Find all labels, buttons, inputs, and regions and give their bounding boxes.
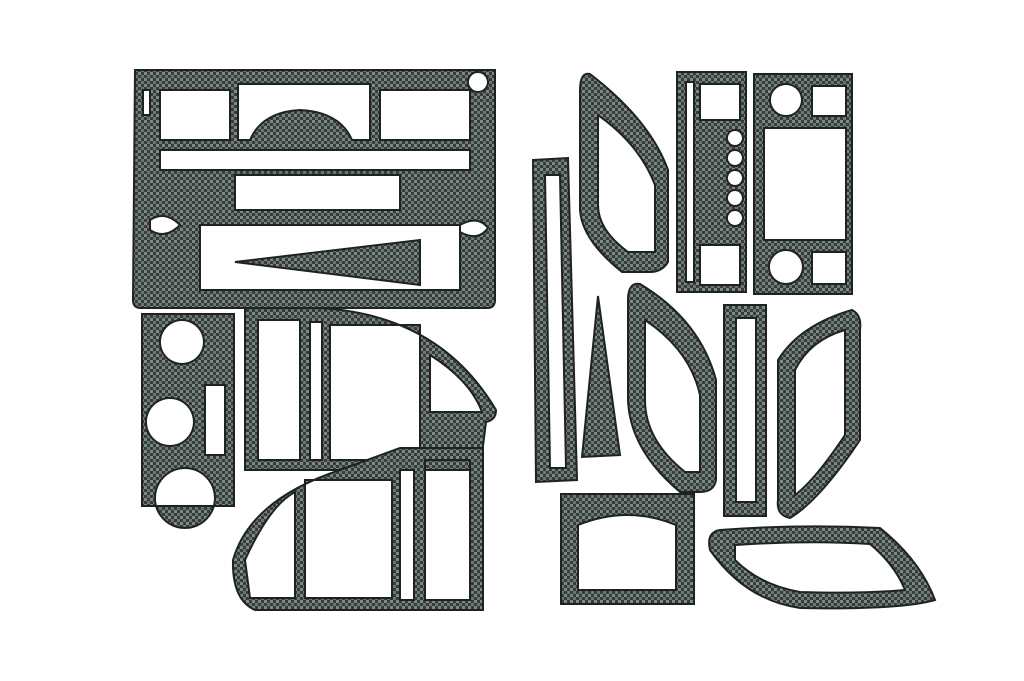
- vent-strip: [723, 304, 767, 517]
- center-console-insert: [234, 238, 421, 287]
- small-triangle-trim: [580, 295, 622, 459]
- climate-knob-panel: [141, 313, 235, 529]
- door-handle-frame-right: [776, 308, 862, 520]
- center-console-panel: [131, 69, 496, 309]
- climate-control-panel: [753, 73, 853, 295]
- door-handle-frame-middle: [627, 282, 717, 493]
- door-handle-frame-top: [579, 72, 669, 273]
- long-trim-strip: [531, 156, 579, 484]
- dash-vent-panel-right: [231, 447, 484, 611]
- dash-vent-panel-left: [244, 307, 498, 471]
- door-handle-frame-bottom: [708, 525, 937, 610]
- radio-panel: [676, 71, 747, 293]
- u-shaped-trim: [560, 493, 695, 605]
